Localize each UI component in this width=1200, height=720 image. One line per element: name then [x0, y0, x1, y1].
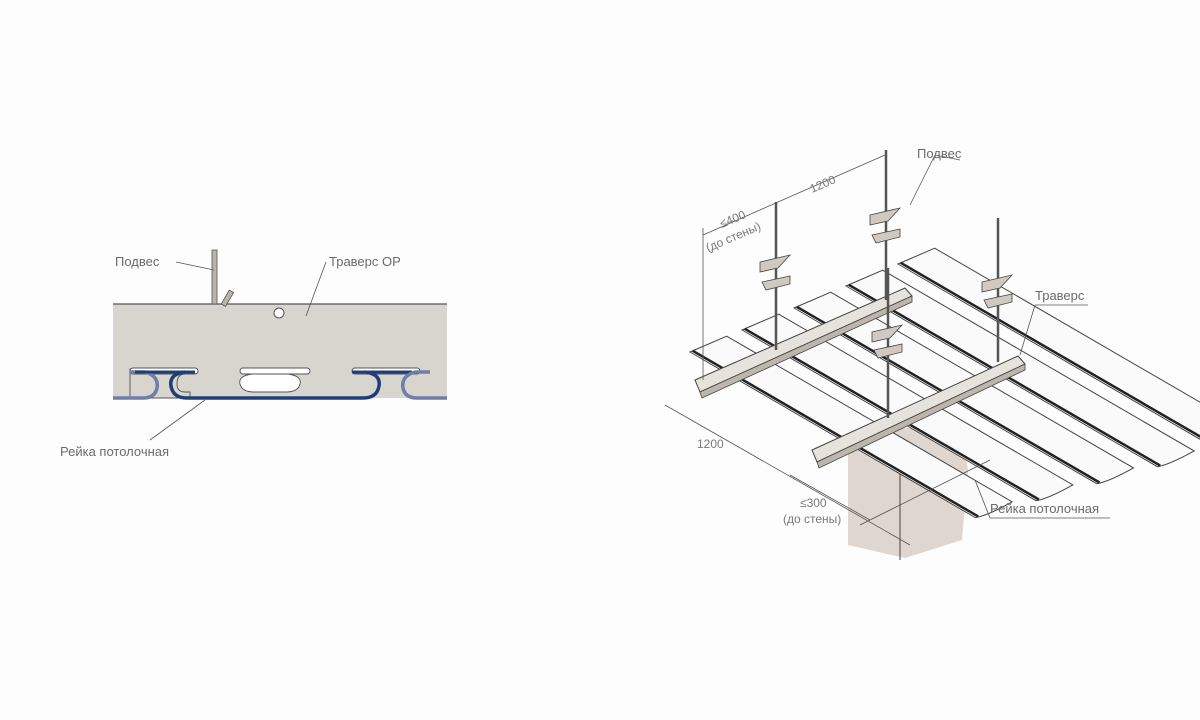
iso-label-hanger: Подвес — [917, 146, 962, 161]
hanger-clip — [220, 289, 235, 307]
beam-hole — [273, 307, 285, 319]
rail-left-lip — [113, 370, 159, 400]
section-view: Подвес Траверс ОР Рейка потолочная — [60, 249, 447, 459]
dim-side-span: 1200 — [697, 437, 724, 451]
hanger-rod — [211, 249, 218, 305]
section-label-rail: Рейка потолочная — [60, 444, 169, 459]
traverse-front — [811, 355, 1026, 469]
dim-top-span: 1200 — [808, 172, 838, 195]
dim-bottom-wall-note: (до стены) — [783, 512, 841, 526]
rail-right-lip — [401, 370, 447, 400]
rail-joint — [900, 261, 1200, 438]
dim-bottom-wall: ≤300 — [800, 496, 827, 510]
dimension-lines — [664, 154, 1110, 546]
hanger-rods — [774, 150, 1000, 418]
hanger-brackets — [759, 207, 1014, 359]
iso-view: 1200 ≤400 (до стены) 1200 ≤300 (до стены… — [664, 146, 1200, 560]
section-label-hanger: Подвес — [115, 254, 160, 269]
iso-label-rail: Рейка потолочная — [990, 501, 1099, 516]
traverse-back — [694, 287, 913, 399]
ceiling-rail — [169, 370, 381, 400]
ceiling-rail — [688, 335, 1014, 519]
section-label-traverse: Траверс ОР — [329, 254, 401, 269]
iso-label-traverse: Траверс — [1035, 288, 1085, 303]
